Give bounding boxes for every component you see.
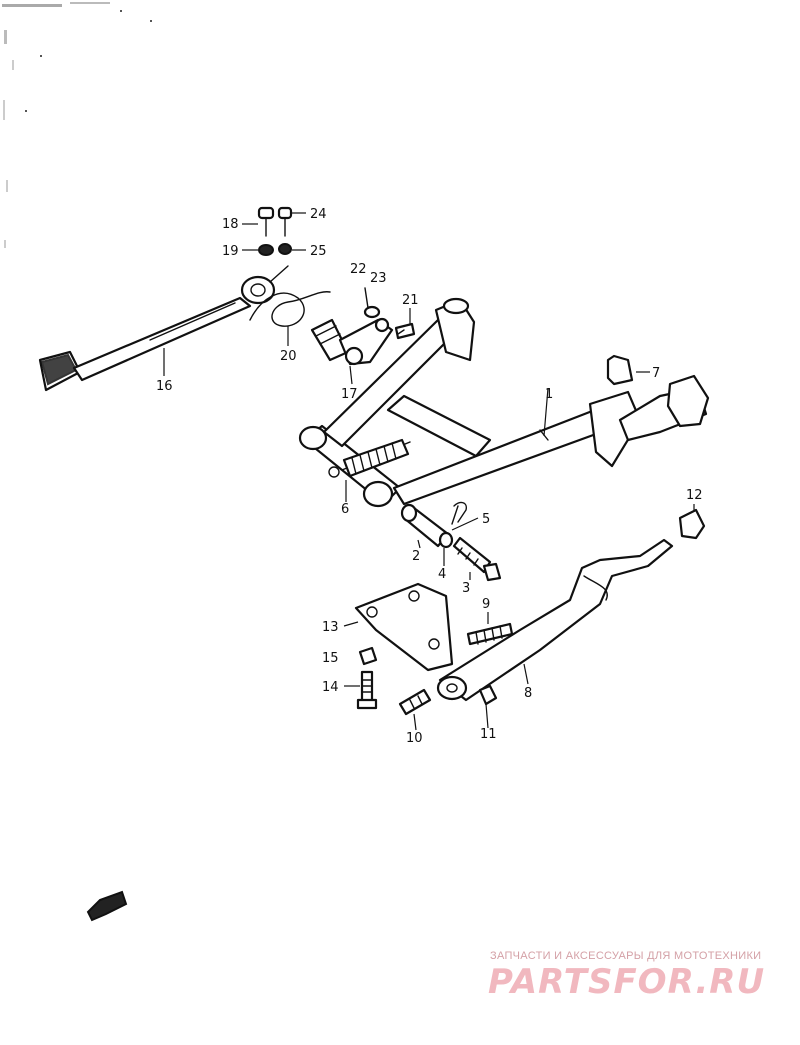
bracket-13[interactable] [354, 582, 454, 672]
callout-5: 5 [482, 512, 490, 527]
bolt-3[interactable] [452, 536, 502, 582]
callouts: 1 2 3 4 5 6 7 8 9 10 11 12 13 14 15 16 1… [156, 207, 703, 746]
callout-12: 12 [686, 488, 703, 503]
callout-19: 19 [222, 244, 239, 259]
callout-2: 2 [412, 549, 420, 564]
callout-14: 14 [322, 680, 339, 695]
cotter-pin-5[interactable] [451, 501, 468, 525]
bolt-24[interactable] [277, 206, 293, 237]
callout-9: 9 [482, 597, 490, 612]
callout-4: 4 [438, 567, 446, 582]
stand-spring-6[interactable] [328, 438, 411, 478]
washer-23[interactable] [363, 305, 381, 319]
front-arrow-icon [86, 890, 128, 922]
pedal-shaft-17[interactable] [310, 317, 394, 366]
callout-15: 15 [322, 651, 339, 666]
callout-25: 25 [310, 244, 327, 259]
callout-17: 17 [341, 387, 358, 402]
callout-13: 13 [322, 620, 339, 635]
leader-lines [163, 212, 695, 731]
callout-1: 1 [545, 387, 553, 402]
watermark-caption: ЗАПЧАСТИ И АКСЕССУАРЫ ДЛЯ МОТОТЕХНИКИ [490, 950, 762, 962]
cap-7[interactable] [606, 354, 634, 386]
callout-6: 6 [341, 502, 349, 517]
callout-10: 10 [406, 731, 423, 746]
cap-12[interactable] [678, 508, 706, 540]
callout-23: 23 [370, 271, 387, 286]
pin-22[interactable] [364, 287, 369, 309]
callout-11: 11 [480, 727, 497, 742]
callout-3: 3 [462, 581, 470, 596]
callout-20: 20 [280, 349, 297, 364]
side-stand-8[interactable] [436, 538, 674, 702]
callout-18: 18 [222, 217, 239, 232]
main-stand-frame-1[interactable] [298, 297, 710, 508]
callout-7: 7 [652, 366, 660, 381]
brake-pedal-16[interactable] [38, 265, 289, 392]
callout-21: 21 [402, 293, 419, 308]
nut-15[interactable] [358, 646, 378, 666]
nut-11[interactable] [478, 684, 498, 706]
watermark-logo: PARTSFOR.RU [488, 962, 766, 1002]
scan-noise [2, 2, 152, 248]
washer-25[interactable] [278, 243, 292, 255]
callout-22: 22 [350, 262, 367, 277]
washer-4[interactable] [438, 531, 454, 549]
return-spring-20[interactable] [249, 291, 331, 327]
callout-8: 8 [524, 686, 532, 701]
bolt-18[interactable] [257, 206, 275, 237]
washer-19[interactable] [258, 244, 274, 256]
bolt-14[interactable] [356, 670, 378, 710]
side-stand-spring-9[interactable] [466, 622, 514, 646]
callout-24: 24 [310, 207, 327, 222]
bolt-21[interactable] [394, 322, 416, 340]
callout-16: 16 [156, 379, 173, 394]
bolt-10[interactable] [398, 688, 432, 716]
